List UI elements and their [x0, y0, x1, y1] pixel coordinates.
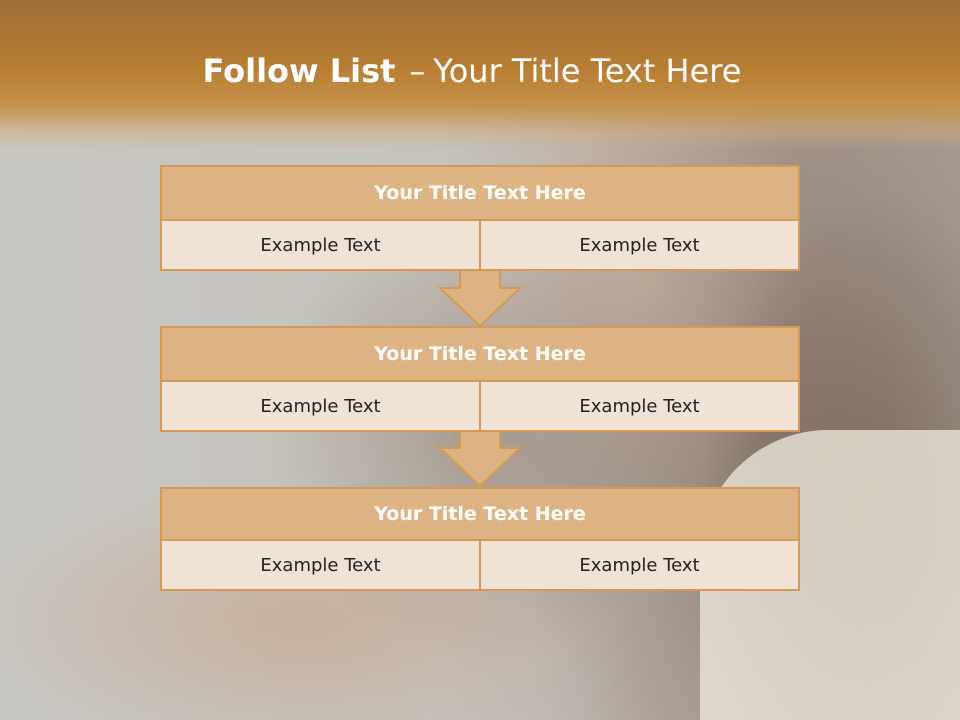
slide-title: Follow List–Your Title Text Here: [0, 52, 944, 90]
step-cell-left: Example Text: [160, 382, 481, 432]
slide-title-rest: Your Title Text Here: [433, 52, 742, 90]
down-arrow-icon: [438, 270, 522, 328]
step-cell-right: Example Text: [481, 382, 800, 432]
step-cell-left: Example Text: [160, 221, 481, 271]
step-box-1: Your Title Text Here Example Text Exampl…: [160, 165, 800, 271]
step-cell-right: Example Text: [481, 541, 800, 591]
header-band: [0, 0, 960, 150]
step-cell-left: Example Text: [160, 541, 481, 591]
down-arrow-icon: [438, 430, 522, 488]
step-title: Your Title Text Here: [160, 165, 800, 221]
step-box-2: Your Title Text Here Example Text Exampl…: [160, 326, 800, 432]
slide-title-dash: –: [409, 52, 426, 90]
step-box-3: Your Title Text Here Example Text Exampl…: [160, 487, 800, 591]
slide-title-bold: Follow List: [202, 52, 396, 90]
step-row: Example Text Example Text: [160, 382, 800, 432]
step-row: Example Text Example Text: [160, 221, 800, 271]
step-title: Your Title Text Here: [160, 487, 800, 541]
step-cell-right: Example Text: [481, 221, 800, 271]
step-title: Your Title Text Here: [160, 326, 800, 382]
step-row: Example Text Example Text: [160, 541, 800, 591]
